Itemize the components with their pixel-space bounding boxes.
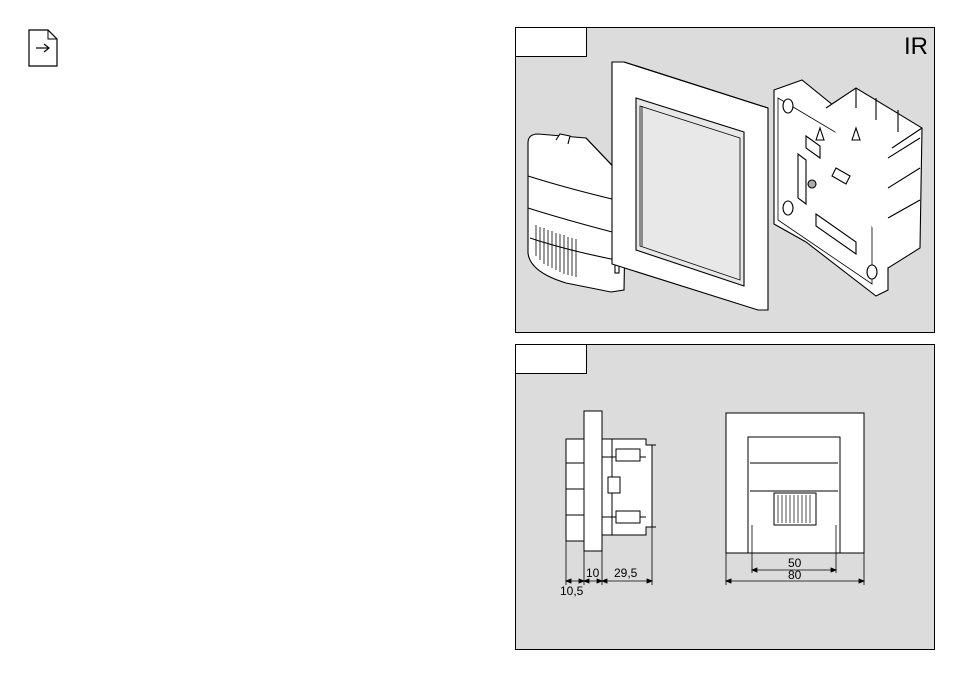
dim-label-80: 80 [788,568,802,582]
side-view [566,411,656,551]
front-view [726,413,864,553]
mounting-plate [774,80,922,296]
dim-label-29-5: 29,5 [614,566,638,580]
document-arrow-icon [28,29,58,67]
exploded-view-drawing [516,28,936,334]
dimension-drawing: 10,5 10 29,5 5 [516,345,936,651]
dim-label-10: 10 [586,566,600,580]
dimension-panel: 10,5 10 29,5 5 [515,344,935,650]
exploded-view-panel: IR [515,27,935,333]
dim-label-10-5: 10,5 [560,584,584,598]
cover-frame [612,62,768,310]
